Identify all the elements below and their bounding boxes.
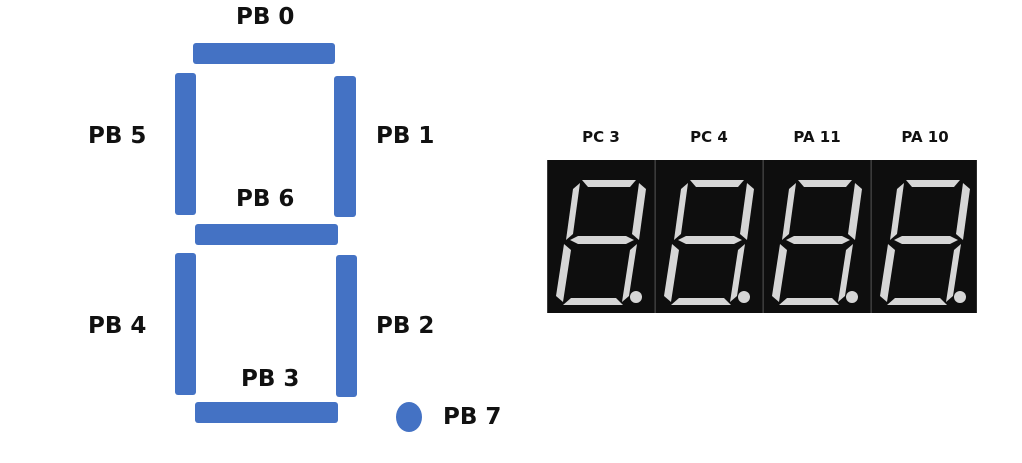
led-segment-f	[674, 183, 688, 240]
display-digit	[547, 160, 655, 313]
label-segment-a: PB 0	[236, 4, 294, 30]
led-segment-f	[566, 183, 580, 240]
led-segment-e	[772, 244, 787, 302]
segment-e	[175, 253, 196, 395]
four-digit-display	[547, 160, 977, 313]
label-segment-f: PB 5	[88, 123, 146, 149]
led-segment-a	[690, 180, 744, 187]
led-segment-a	[906, 180, 960, 187]
digit-pin-label-3: PA 11	[763, 128, 871, 146]
led-decimal-point	[954, 291, 966, 303]
led-segment-g	[570, 236, 634, 244]
led-segment-b	[632, 183, 646, 240]
led-decimal-point	[630, 291, 642, 303]
led-segment-b	[848, 183, 862, 240]
segment-b	[334, 76, 356, 217]
led-segment-d	[887, 298, 947, 305]
led-digit-svg	[656, 160, 764, 313]
display-digit	[763, 160, 871, 313]
label-segment-d: PB 3	[241, 366, 299, 392]
led-segment-d	[779, 298, 839, 305]
led-segment-b	[956, 183, 970, 240]
led-digit-svg	[764, 160, 872, 313]
segment-dp	[396, 402, 422, 432]
segment-c	[336, 255, 357, 397]
digit-pin-label-4: PA 10	[871, 128, 979, 146]
led-segment-g	[786, 236, 850, 244]
label-segment-b: PB 1	[376, 123, 434, 149]
segment-a	[193, 43, 335, 64]
led-segment-b	[740, 183, 754, 240]
segment-d	[195, 402, 338, 423]
led-segment-a	[798, 180, 852, 187]
led-segment-a	[582, 180, 636, 187]
led-segment-e	[664, 244, 679, 302]
led-decimal-point	[738, 291, 750, 303]
led-segment-e	[880, 244, 895, 302]
led-segment-g	[894, 236, 958, 244]
label-segment-c: PB 2	[376, 313, 434, 339]
label-segment-dp: PB 7	[443, 404, 501, 430]
led-segment-e	[556, 244, 571, 302]
segment-f	[175, 73, 196, 215]
led-segment-d	[671, 298, 731, 305]
led-decimal-point	[846, 291, 858, 303]
label-segment-e: PB 4	[88, 313, 146, 339]
digit-pin-label-2: PC 4	[655, 128, 763, 146]
led-segment-f	[782, 183, 796, 240]
display-digit	[871, 160, 977, 313]
segment-g	[195, 224, 338, 245]
display-digit	[655, 160, 763, 313]
led-digit-svg	[872, 160, 978, 313]
led-digit-svg	[548, 160, 656, 313]
led-segment-g	[678, 236, 742, 244]
led-segment-f	[890, 183, 904, 240]
digit-pin-label-1: PC 3	[547, 128, 655, 146]
led-segment-d	[563, 298, 623, 305]
label-segment-g: PB 6	[236, 186, 294, 212]
